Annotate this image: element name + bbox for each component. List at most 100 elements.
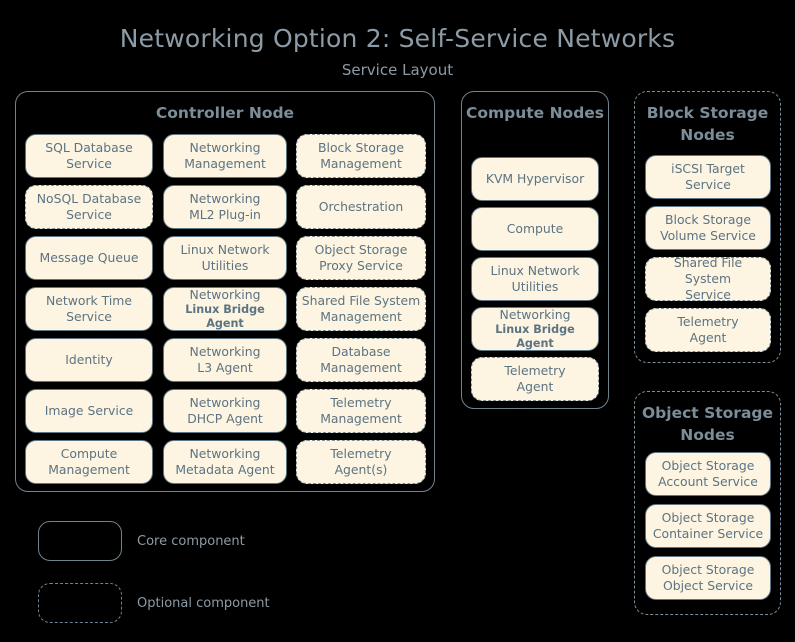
service-box-label-line1: Block Storage [318, 140, 404, 156]
service-box-label-line1: Networking [189, 140, 261, 156]
panel-compute-nodes-title: Compute Nodes [465, 104, 605, 122]
service-box-label-line1: Networking [189, 286, 261, 302]
service-box-label-line1: SQL Database [45, 140, 133, 156]
service-box-label-line2: Proxy Service [319, 258, 403, 273]
service-box-label-line1: Networking [189, 344, 261, 360]
service-box-label-line1: Network Time [46, 293, 132, 309]
service-box-label-line2: Management [320, 360, 402, 375]
legend-label-core: Core component [137, 534, 245, 549]
service-box-label-line1: Networking [499, 306, 571, 322]
service-box-label-line2: Service [685, 177, 731, 192]
panel-object-storage-nodes: Object Storage Nodes [634, 391, 781, 615]
service-box-label-line1: Identity [65, 352, 113, 368]
service-box-label-line1: Telemetry [677, 314, 739, 330]
service-box-label-line1: Networking [189, 446, 261, 462]
service-box-label-line2: Management [48, 462, 130, 477]
service-box-label-line1: Telemetry [330, 395, 392, 411]
service-box-orchestration: Orchestration [296, 185, 426, 229]
service-box-label-line1: Image Service [44, 403, 134, 419]
service-box-label-line2: Utilities [511, 279, 559, 294]
legend-swatch-core [38, 521, 122, 561]
service-box-label-line2: Linux Bridge Agent [495, 322, 575, 350]
service-box-label-line2: ML2 Plug-in [189, 207, 261, 222]
service-box-label-line1: Linux Network [490, 263, 580, 279]
service-box-label-line1: Telemetry [330, 446, 392, 462]
service-box-label-line2: Agent [516, 379, 554, 394]
service-box-label-line1: Compute [506, 221, 564, 237]
service-box-label-line2: Linux Bridge Agent [185, 302, 265, 330]
service-box-label-line2: Agent(s) [334, 462, 388, 477]
service-box-label-line2: Service [66, 309, 112, 324]
service-box-label-line1: Compute [60, 446, 118, 462]
panel-block-storage-nodes-title: Block Storage Nodes [646, 104, 769, 145]
service-box-label-line1: Object Storage [661, 510, 755, 526]
service-box-label-line1: NoSQL Database [36, 191, 142, 207]
legend-swatch-optional [38, 583, 122, 623]
service-box-label-line1: KVM Hypervisor [485, 171, 585, 187]
service-box-label-line1: Networking [189, 191, 261, 207]
service-box-label-line2: Utilities [201, 258, 249, 273]
service-box-label-line1: iSCSI Target [671, 161, 745, 177]
service-box-label-line2: Metadata Agent [175, 462, 275, 477]
service-box-label-line2: Management [320, 411, 402, 426]
service-box-label-line2: Service [66, 207, 112, 222]
service-box-image-service: Image Service [25, 389, 153, 433]
service-box-label-line2: Volume Service [660, 228, 756, 243]
panel-controller-node-title: Controller Node [155, 104, 295, 122]
service-box-label-line1: Shared File System [673, 255, 743, 287]
service-box-label-line1: Networking [189, 395, 261, 411]
service-box-label-line1: Orchestration [318, 199, 404, 215]
panel-block-storage-nodes: Block Storage Nodes [634, 91, 781, 363]
page-subtitle: Service Layout [341, 61, 454, 79]
service-box-label-line1: Database [331, 344, 391, 360]
page-title: Networking Option 2: Self-Service Networ… [119, 24, 676, 53]
service-box-identity: Identity [25, 338, 153, 382]
service-box-compute: Compute [471, 207, 599, 251]
service-box-label-line1: Object Storage [661, 458, 755, 474]
service-box-label-line1: Shared File System [301, 293, 421, 309]
service-box-label-line1: Object Storage [314, 242, 408, 258]
service-box-kvm-hypervisor: KVM Hypervisor [471, 157, 599, 201]
panel-compute-nodes: Compute Nodes [461, 91, 609, 409]
service-box-label-line1: Linux Network [180, 242, 270, 258]
service-box-message-queue: Message Queue [25, 236, 153, 280]
service-box-label-line2: Management [184, 156, 266, 171]
panel-object-storage-nodes-title: Object Storage Nodes [641, 404, 774, 445]
panel-controller-node: Controller Node [15, 91, 435, 492]
service-box-label-line2: Agent [689, 330, 727, 345]
service-box-label-line2: Management [320, 309, 402, 324]
service-box-label-line2: DHCP Agent [187, 411, 263, 426]
legend-label-optional: Optional component [137, 596, 270, 611]
service-box-label-line1: Object Storage [661, 562, 755, 578]
service-box-label-line1: Message Queue [39, 250, 139, 266]
service-box-label-line2: Service [66, 156, 112, 171]
service-box-label-line2: L3 Agent [197, 360, 253, 375]
